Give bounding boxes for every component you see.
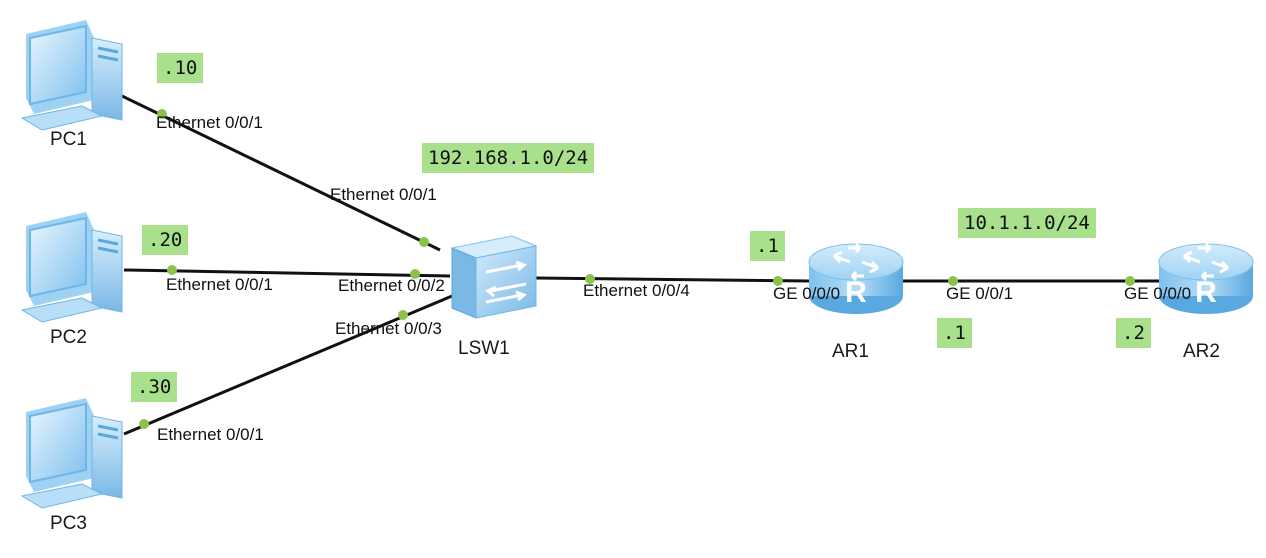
router-icon[interactable]	[807, 242, 905, 316]
link-pc3-lsw1	[123, 294, 453, 436]
ip-tag-pc3: .30	[131, 372, 178, 402]
device-label-ar2: AR2	[1183, 341, 1220, 362]
pc-icon[interactable]	[20, 210, 124, 324]
port-dot	[157, 109, 167, 119]
port-dots	[139, 109, 1135, 429]
link-pc1-lsw1	[121, 94, 441, 252]
ip-tag-ar2-wan: .2	[1116, 318, 1151, 348]
ip-tag-ar1-wan: .1	[937, 318, 972, 348]
port-dot	[167, 265, 177, 275]
pc-icon[interactable]	[20, 18, 124, 132]
pc-icon[interactable]	[20, 396, 124, 510]
device-label-lsw1: LSW1	[458, 338, 510, 359]
router-icon[interactable]	[1157, 242, 1255, 316]
port-label: Ethernet 0/0/2	[338, 276, 445, 295]
port-label: GE 0/0/0	[1124, 284, 1191, 303]
device-label-pc3: PC3	[50, 513, 87, 534]
ip-tag-ar1-lan: .1	[750, 231, 785, 261]
port-dot	[419, 237, 429, 247]
port-dot	[948, 276, 958, 286]
port-label: Ethernet 0/0/1	[166, 275, 273, 294]
port-label: GE 0/0/1	[946, 284, 1013, 303]
subnet-tag-lan: 192.168.1.0/24	[422, 143, 595, 173]
ip-tag-pc1: .10	[157, 53, 204, 83]
port-dot	[410, 269, 420, 279]
port-label: Ethernet 0/0/1	[157, 425, 264, 444]
port-dot	[1125, 276, 1135, 286]
device-label-pc2: PC2	[50, 327, 87, 348]
port-dot	[398, 310, 408, 320]
port-dot	[773, 276, 783, 286]
port-label: Ethernet 0/0/1	[156, 113, 263, 132]
port-dot	[585, 274, 595, 284]
port-label: Ethernet 0/0/1	[330, 185, 437, 204]
subnet-tag-wan: 10.1.1.0/24	[958, 208, 1096, 238]
link-pc2-lsw1	[123, 268, 451, 278]
ip-tag-pc2: .20	[142, 225, 189, 255]
port-dot	[139, 419, 149, 429]
port-label: Ethernet 0/0/4	[583, 281, 690, 300]
links	[121, 94, 1160, 436]
device-label-pc1: PC1	[50, 129, 87, 150]
switch-icon[interactable]	[450, 235, 538, 319]
port-label: Ethernet 0/0/3	[335, 319, 442, 338]
link-lsw1-ar1	[535, 276, 811, 283]
port-label: GE 0/0/0	[773, 284, 840, 303]
device-label-ar1: AR1	[832, 341, 869, 362]
